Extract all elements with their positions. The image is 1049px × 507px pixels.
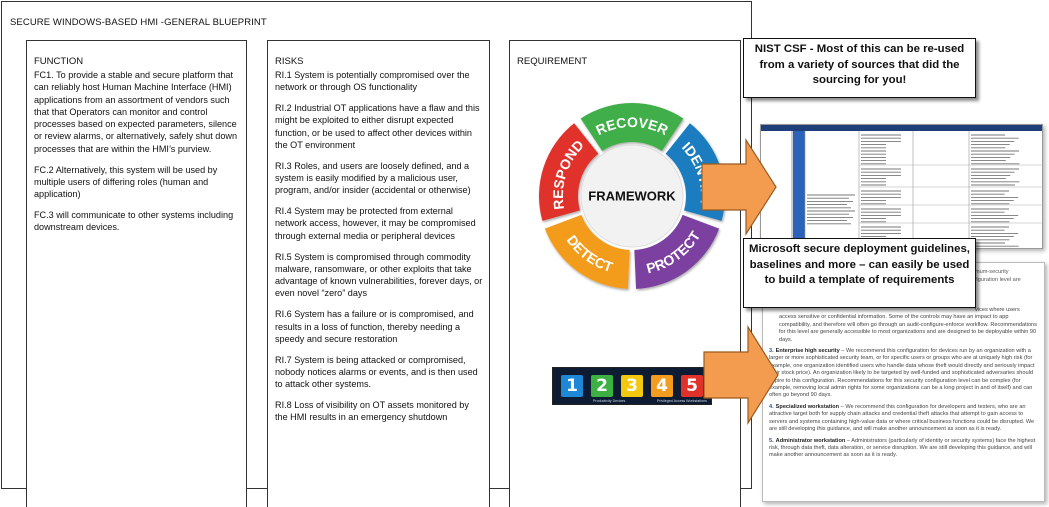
maturity-level-2: 2 [591,375,613,397]
ms-doc-paragraph: access sensitive or confidential informa… [779,314,1037,343]
arrow-to-nist [701,138,777,236]
ms-doc-item-4: 4.Specialized workstation – We recommend… [769,403,1035,433]
ms-doc-line: figuration level are [975,277,1021,284]
function-item: FC1. To provide a stable and secure plat… [34,70,238,154]
ms-doc-line: mum-security [975,269,1009,275]
maturity-caption-left: Productivity Devices [593,399,626,403]
framework-center-disc [580,144,684,248]
risks-column: RISKS RI.1 System is potentially comprom… [267,40,490,507]
maturity-level-3: 3 [621,375,643,397]
ms-doc-line: vices where users [975,307,1020,313]
nist-csf-callout: NIST CSF - Most of this can be re-used f… [743,38,976,98]
risk-item: RI.2 Industrial OT applications have a f… [275,103,480,150]
risk-item: RI.6 System has a failure or is compromi… [275,309,474,344]
function-heading: FUNCTION [34,56,84,67]
ms-doc-item-3: 3.Enterprise high security – We recommen… [769,348,1035,399]
microsoft-guidance-callout: Microsoft secure deployment guidelines, … [743,238,976,308]
risks-list: RI.1 System is potentially compromised o… [275,69,483,432]
risks-heading: RISKS [275,56,304,67]
blueprint-title: SECURE WINDOWS-BASED HMI -GENERAL BLUEPR… [10,17,267,28]
risk-item: RI.8 Loss of visibility on OT assets mon… [275,400,469,423]
nist-csf-table-graphic [761,125,1042,248]
ms-doc-item-5: 5.Administrator workstation – Administra… [769,437,1036,459]
risk-item: RI.7 System is being attacked or comprom… [275,354,478,390]
maturity-level-5: 5 [681,375,703,397]
framework-segment-detect [544,214,630,289]
requirement-column: REQUIREMENT IDENTIFYPROTECTDETECTRESPOND… [509,40,741,507]
function-item: FC.3 will communicate to other systems i… [34,209,234,233]
risk-item: RI.1 System is potentially compromised o… [275,70,470,93]
framework-segment-respond [539,123,599,221]
framework-segment-protect [634,214,720,289]
risk-item: RI.3 Roles, and users are loosely define… [275,160,471,196]
function-item: FC.2 Alternatively, this system will be … [34,164,218,200]
risk-item: RI.5 System is compromised through commo… [275,251,483,299]
maturity-levels-strip: 1 2 3 4 5 Productivity Devices Privilege… [552,367,712,405]
function-list: FC1. To provide a stable and secure plat… [34,69,240,242]
nist-csf-table-thumbnail [760,124,1043,249]
framework-segment-recover [580,103,684,151]
risk-item: RI.4 System may be protected from extern… [275,206,476,241]
maturity-level-4: 4 [651,375,673,397]
function-column: FUNCTION FC1. To provide a stable and se… [26,40,247,507]
maturity-level-1: 1 [561,375,583,397]
maturity-caption-right: Privileged Access Workstations [657,399,707,403]
arrow-to-microsoft [703,325,779,425]
framework-center-label: FRAMEWORK [588,189,676,204]
requirement-heading: REQUIREMENT [517,56,588,67]
